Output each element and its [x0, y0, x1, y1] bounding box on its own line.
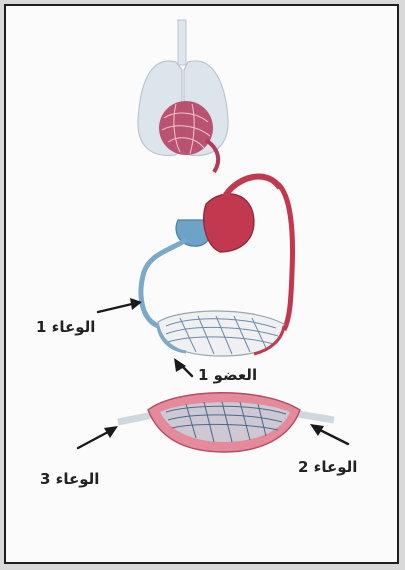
label-organ-1: العضو 1: [198, 366, 257, 384]
arrow-vessel-1: [98, 298, 142, 312]
label-vessel-3: الوعاء 3: [40, 470, 99, 488]
trachea: [178, 20, 186, 65]
label-vessel-2: الوعاء 2: [298, 458, 357, 476]
label-vessel-1: الوعاء 1: [36, 318, 95, 336]
capillary-bed: [118, 393, 334, 452]
heart: [176, 177, 280, 252]
arrow-organ-1: [174, 358, 192, 376]
left-ventricle: [204, 194, 254, 252]
artery-descending: [278, 184, 292, 330]
lungs: [138, 20, 228, 172]
vessel-1: [141, 240, 186, 326]
arrow-vessel-3: [78, 426, 118, 448]
organ-1: [158, 311, 284, 356]
arrow-vessel-2: [310, 424, 348, 444]
